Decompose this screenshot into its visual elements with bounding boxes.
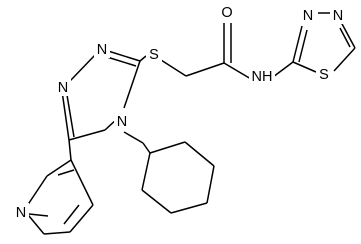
- bond: [223, 62, 252, 80]
- atom-label-sulfur: S: [149, 47, 159, 63]
- bond: [184, 141, 215, 167]
- bond: [185, 62, 225, 77]
- bond: [339, 27, 351, 48]
- atom-label-pyridine-nitrogen: N: [16, 205, 26, 221]
- atom-label-nitrogen: N: [97, 42, 107, 58]
- bond: [298, 29, 308, 63]
- bond: [28, 213, 49, 217]
- bond: [170, 202, 208, 214]
- bond: [142, 142, 151, 154]
- bond-layer: [23, 12, 356, 235]
- atom-label-amide-nh: NH: [252, 69, 273, 85]
- atom-label-oxygen: O: [221, 5, 232, 21]
- bond: [160, 59, 187, 77]
- bond: [61, 90, 70, 141]
- bond: [68, 129, 106, 141]
- bond: [70, 159, 94, 206]
- atom-label-nitrogen: N: [303, 8, 313, 24]
- bond: [26, 175, 48, 207]
- atom-label-sulfur: S: [319, 67, 329, 83]
- bond: [106, 56, 137, 67]
- bond: [46, 159, 72, 177]
- bond: [292, 25, 303, 63]
- atom-label-nitrogen: N: [333, 8, 343, 24]
- bond: [149, 141, 186, 154]
- atom-label-layer: O S N N N NH N N S N: [13, 2, 346, 221]
- bond: [43, 231, 71, 235]
- bond: [57, 169, 75, 176]
- bond: [69, 204, 94, 233]
- bond: [123, 60, 141, 109]
- bond: [68, 139, 72, 161]
- bond: [123, 131, 144, 144]
- bond: [141, 152, 151, 191]
- atom-label-nitrogen: N: [117, 114, 127, 130]
- bond: [333, 47, 356, 72]
- bond: [141, 189, 172, 214]
- bond: [69, 53, 97, 82]
- bond: [66, 94, 75, 138]
- bond: [272, 61, 294, 78]
- bond: [206, 165, 215, 204]
- atom-label-nitrogen: N: [58, 80, 68, 96]
- bond: [139, 55, 147, 62]
- bond: [63, 204, 80, 225]
- bond: [292, 61, 317, 73]
- bond: [104, 49, 141, 62]
- bond: [340, 21, 356, 49]
